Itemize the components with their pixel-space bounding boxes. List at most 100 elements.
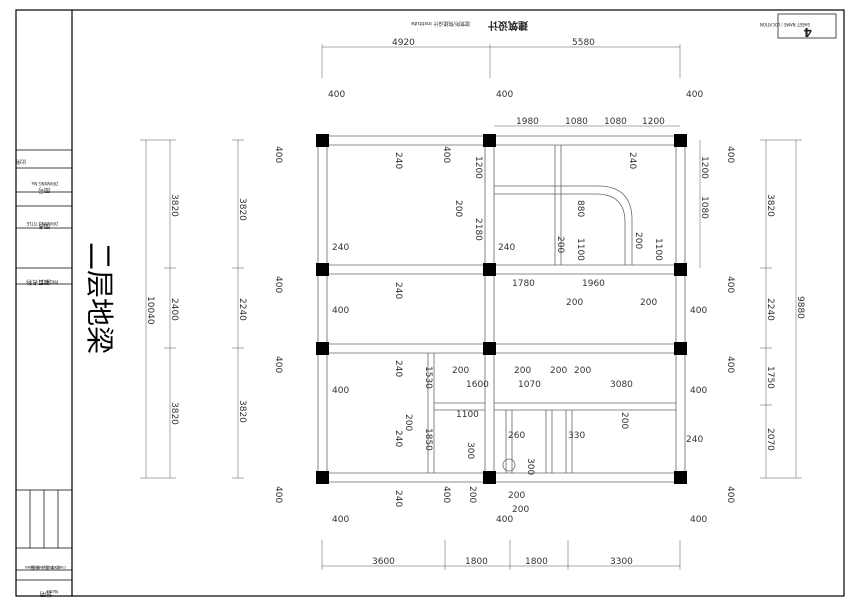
svg-text:200: 200 xyxy=(566,298,583,308)
dim-seg-1200: 1200 xyxy=(642,117,665,127)
project-label-en: PROJECT xyxy=(40,279,58,284)
svg-text:3080: 3080 xyxy=(610,380,633,390)
institute-subtitle: 建筑所/院建设计 institute xyxy=(411,20,470,27)
dim-top-4920: 4920 xyxy=(392,38,415,48)
svg-text:400: 400 xyxy=(725,276,735,293)
sheet-number-caption: SHEET NAME / LOCATION xyxy=(760,22,810,27)
sheet-border xyxy=(15,9,845,597)
beam-width-labels: 240 240 240 240 240 240 240 240 240 xyxy=(332,152,703,507)
svg-text:240: 240 xyxy=(393,360,403,377)
columns xyxy=(316,134,687,484)
drawing-title-label-en: DRAWING TITLE xyxy=(26,221,58,226)
dim-right-1: 3820 xyxy=(765,194,775,217)
svg-text:1600: 1600 xyxy=(466,380,489,390)
svg-text:200: 200 xyxy=(512,505,529,515)
svg-text:200: 200 xyxy=(619,412,629,429)
svg-text:200: 200 xyxy=(633,232,643,249)
svg-text:400: 400 xyxy=(690,306,707,316)
svg-text:400: 400 xyxy=(441,486,451,503)
dim-right-2: 2240 xyxy=(765,298,775,321)
svg-text:240: 240 xyxy=(627,152,637,169)
svg-text:400: 400 xyxy=(273,486,283,503)
svg-text:880: 880 xyxy=(575,200,585,217)
sheet-number-box xyxy=(777,13,837,39)
svg-text:200: 200 xyxy=(640,298,657,308)
dim-bottom-3600: 3600 xyxy=(372,557,395,567)
svg-text:400: 400 xyxy=(496,515,513,525)
svg-text:400: 400 xyxy=(332,386,349,396)
dim-left-total: 10040 xyxy=(145,296,155,325)
dim-left-outer-3: 3820 xyxy=(169,402,179,425)
drawing-no-label-cn: 图号 xyxy=(38,186,50,193)
svg-text:1200: 1200 xyxy=(473,156,483,179)
svg-text:400: 400 xyxy=(725,356,735,373)
svg-text:240: 240 xyxy=(393,490,403,507)
svg-text:240: 240 xyxy=(393,152,403,169)
dim-bottom-1800b: 1800 xyxy=(525,557,548,567)
svg-text:200: 200 xyxy=(452,366,469,376)
dim-right-top-1080: 1080 xyxy=(699,196,709,219)
svg-text:1530: 1530 xyxy=(423,366,433,389)
svg-text:200: 200 xyxy=(514,366,531,376)
svg-text:200: 200 xyxy=(453,200,463,217)
svg-text:400: 400 xyxy=(690,515,707,525)
svg-text:400: 400 xyxy=(690,386,707,396)
beam-grid xyxy=(317,135,686,483)
svg-text:2180: 2180 xyxy=(473,218,483,241)
dim-bottom-3300: 3300 xyxy=(610,557,633,567)
inner-dimensions: 1200 200 2180 880 200 1100 200 1100 1780… xyxy=(403,156,663,515)
svg-text:1850: 1850 xyxy=(423,428,433,451)
drawing-title: 二层地梁 xyxy=(83,242,116,354)
dim-left-inner-1: 3820 xyxy=(237,198,247,221)
svg-text:240: 240 xyxy=(393,430,403,447)
dim-left-inner-2: 2240 xyxy=(237,298,247,321)
sheet-number: 4 xyxy=(804,25,812,39)
dim-col-top-right: 400 xyxy=(686,90,703,100)
dim-seg-1980: 1980 xyxy=(516,117,539,127)
notes-label-cn: 说明 xyxy=(40,590,52,598)
svg-text:200: 200 xyxy=(574,366,591,376)
svg-text:1780: 1780 xyxy=(512,279,535,289)
svg-text:300: 300 xyxy=(525,458,535,475)
drawing-no-label-en: DRAWING No. xyxy=(31,181,58,186)
dim-col-top-mid: 400 xyxy=(496,90,513,100)
dim-right-top-1200: 1200 xyxy=(699,156,709,179)
column-size-labels-extra: 400 400 400 400 400 xyxy=(332,386,707,525)
svg-text:1960: 1960 xyxy=(582,279,605,289)
svg-text:200: 200 xyxy=(555,236,565,253)
drawing-title-label-cn: 图名 xyxy=(38,222,50,230)
column-size-labels: 400 400 400 400 400 400 400 400 400 400 … xyxy=(273,146,735,503)
svg-text:1070: 1070 xyxy=(518,380,541,390)
svg-text:200: 200 xyxy=(508,491,525,501)
dim-left-outer-2: 2400 xyxy=(169,298,179,321)
design-staff-en: CHECK DESIGN DRAWN xyxy=(25,565,66,569)
design-staff-cn: 校 审 设计 制 图 xyxy=(31,565,60,571)
dim-left-outer-1: 3820 xyxy=(169,194,179,217)
svg-text:400: 400 xyxy=(332,306,349,316)
svg-text:400: 400 xyxy=(725,486,735,503)
dim-bottom-1800a: 1800 xyxy=(465,557,488,567)
dim-right-3: 1750 xyxy=(765,366,775,389)
svg-text:1100: 1100 xyxy=(575,238,585,261)
svg-text:400: 400 xyxy=(273,146,283,163)
svg-text:400: 400 xyxy=(332,515,349,525)
svg-text:240: 240 xyxy=(332,243,349,253)
dim-left-inner-3: 3820 xyxy=(237,400,247,423)
dimension-lines xyxy=(140,44,802,570)
svg-text:400: 400 xyxy=(273,356,283,373)
svg-text:400: 400 xyxy=(441,146,451,163)
svg-text:1100: 1100 xyxy=(653,238,663,261)
project-label-cn: 项目名称 xyxy=(26,278,50,286)
institute-header: 建筑设计 xyxy=(488,19,529,32)
svg-text:300: 300 xyxy=(465,442,475,459)
scale-label-cn: 比例 xyxy=(16,158,26,165)
dim-right-4: 2070 xyxy=(765,428,775,451)
dim-top-5580: 5580 xyxy=(572,38,595,48)
svg-text:200: 200 xyxy=(467,486,477,503)
svg-text:240: 240 xyxy=(498,243,515,253)
dim-seg-1080b: 1080 xyxy=(604,117,627,127)
svg-text:330: 330 xyxy=(568,431,585,441)
svg-text:1100: 1100 xyxy=(456,410,479,420)
svg-text:200: 200 xyxy=(403,414,413,431)
dim-col-top-left: 400 xyxy=(328,90,345,100)
